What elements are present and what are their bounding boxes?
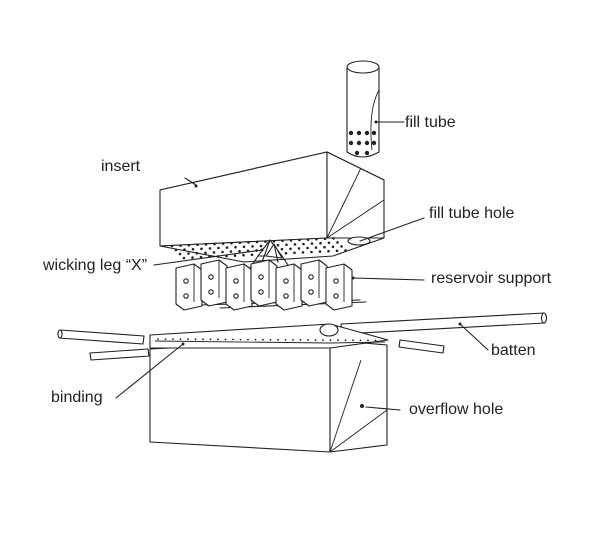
support-plate (325, 263, 353, 311)
reservoir-end-face (329, 339, 388, 453)
support-plate (225, 263, 253, 311)
binding (149, 323, 389, 349)
reservoir-front-face (149, 339, 331, 453)
reservoir-support (175, 259, 367, 311)
support-plate (275, 263, 303, 311)
label-wicking-leg: wicking leg “X” (43, 257, 148, 274)
label-fill-tube: fill tube (405, 114, 456, 131)
fill-tube (346, 60, 380, 158)
support-plate (250, 259, 278, 307)
support-plate (300, 259, 328, 307)
leader-lines (115, 120, 489, 411)
label-batten: batten (491, 342, 536, 359)
label-binding: binding (51, 389, 103, 406)
insert-end-face (326, 151, 385, 239)
insert-front-face (159, 151, 328, 247)
label-insert: insert (101, 158, 141, 175)
label-fill-tube-hole: fill tube hole (429, 205, 515, 222)
label-reservoir-support: reservoir support (431, 270, 552, 287)
support-plate (175, 263, 203, 311)
reservoir (149, 339, 388, 453)
fill-tube-perforations (348, 130, 377, 156)
label-overflow-hole: overflow hole (409, 401, 504, 418)
wicking-leg-x (249, 239, 291, 269)
support-plate (200, 259, 228, 307)
